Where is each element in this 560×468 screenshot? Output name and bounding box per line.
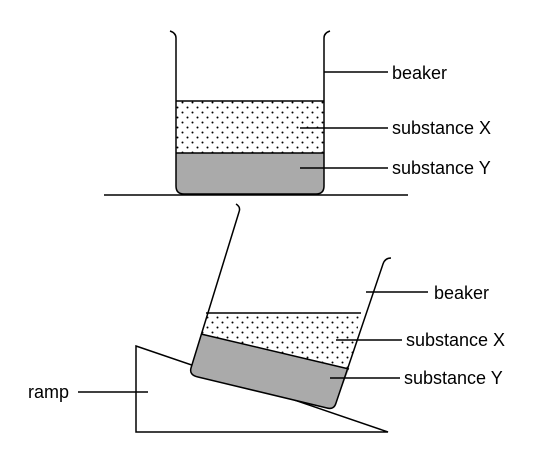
substance-x-label-tilted: substance X [406,330,505,350]
ramp-label: ramp [28,382,69,402]
substance-x-layer-upright [176,101,324,153]
beaker-label-upright: beaker [392,63,447,83]
substance-y-layer-upright [176,153,324,194]
upright-setup: beaker substance X substance Y [104,30,491,196]
beaker-tilted [189,203,392,410]
substance-y-label-upright: substance Y [392,158,491,178]
beaker-label-tilted: beaker [434,283,489,303]
substance-x-layer-tilted [201,313,361,369]
substance-x-label-upright: substance X [392,118,491,138]
substance-y-layer-tilted [190,334,349,409]
x-y-boundary-tilted [200,333,350,370]
tilted-setup: beaker substance X substance Y ramp [28,203,505,433]
beaker-upright [169,30,331,195]
substance-y-label-tilted: substance Y [404,368,503,388]
